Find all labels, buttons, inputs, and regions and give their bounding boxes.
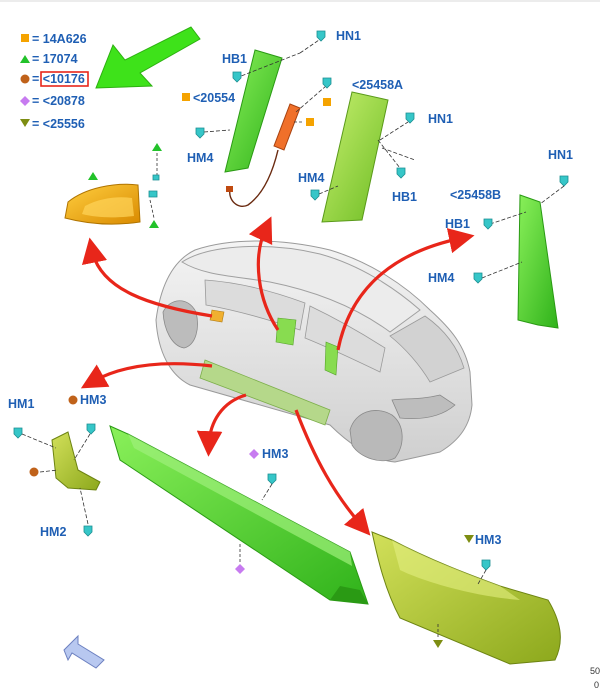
hm1-clip-icon: [13, 427, 23, 439]
rocker-bracket-part: HM1 HM3 HM2: [8, 393, 106, 539]
callout-arrows: [80, 216, 475, 536]
triangle-25556-icon: [464, 535, 474, 543]
vehicle-pillar-highlight-b: [275, 317, 297, 346]
label-hb1: HB1: [445, 217, 470, 231]
orientation-arrow-icon: [63, 634, 105, 669]
front-rocker-moulding-part: HM3: [109, 425, 369, 605]
legend-square-icon: [21, 34, 29, 42]
legend-item-25556: = <25556: [32, 117, 85, 131]
circle-10176-icon: [29, 467, 39, 477]
label-25458b: <25458B: [450, 188, 501, 202]
seal-strip-part: [226, 77, 332, 207]
corner-code: 50: [590, 666, 600, 676]
triangle-25556-icon: [433, 640, 443, 648]
square-14a626-icon: [306, 118, 314, 126]
label-hm3: HM3: [80, 393, 106, 407]
vehicle-mirror-highlight: [209, 309, 225, 323]
diamond-20878-icon: [235, 564, 245, 574]
hm4-clip-icon: [310, 189, 320, 201]
corner-code: 0: [594, 680, 599, 690]
label-hb1: HB1: [392, 190, 417, 204]
hm2-clip-icon: [83, 525, 93, 537]
vehicle-body: [155, 240, 473, 463]
pillar-trim-25458a-part: <25458A HN1 HB1 HM4: [298, 78, 453, 223]
vehicle-pillar-highlight-c: [324, 341, 339, 376]
label-hm4: HM4: [298, 171, 324, 185]
legend: = 14A626 = 17074 = <10176 = <20878 = <25…: [20, 32, 89, 131]
legend-triangle-up-icon: [20, 55, 30, 63]
legend-item-14a626: = 14A626: [32, 32, 87, 46]
mirror-17074-triangle-icon: [152, 143, 162, 151]
label-hm4: HM4: [428, 271, 454, 285]
label-hn1: HN1: [428, 112, 453, 126]
label-hm3: HM3: [262, 447, 288, 461]
hm3-clip-icon: [481, 559, 491, 571]
mirror-trim-part: [64, 143, 162, 228]
hm3-clip-icon: [267, 473, 277, 485]
b-pillar-trim-part: HN1 HB1 <20554 HM4: [182, 29, 361, 173]
legend-item-17074: = 17074: [32, 52, 78, 66]
hm4-clip-icon: [473, 272, 483, 284]
hn1-clip-icon: [316, 30, 326, 42]
arrow-to-front-rocker: [196, 393, 247, 457]
label-hb1: HB1: [222, 52, 247, 66]
legend-item-20878: = <20878: [32, 94, 85, 108]
clip-icon: [322, 77, 332, 89]
hn1-clip-icon: [405, 112, 415, 124]
square-14a626-icon: [182, 93, 190, 101]
legend-triangle-down-icon: [20, 119, 30, 127]
arrow-to-b-pillar: [248, 216, 280, 331]
hb1-clip-icon: [396, 167, 406, 179]
arrow-to-mirror-trim: [81, 237, 213, 318]
circle-10176-icon: [68, 395, 78, 405]
hn1-clip-icon: [559, 175, 569, 187]
legend-highlight-box: [40, 71, 89, 87]
rear-rocker-moulding-part: HM3: [371, 531, 561, 665]
hm3-clip-icon: [86, 423, 96, 435]
arrow-to-rear-rocker: [294, 409, 371, 536]
diamond-20878-icon: [249, 449, 259, 459]
legend-item-10176: = <10176: [32, 72, 85, 86]
label-hm3: HM3: [475, 533, 501, 547]
label-hm4: HM4: [187, 151, 213, 165]
vehicle-rocker-highlight: [199, 359, 331, 426]
mirror-17074-triangle-icon: [88, 172, 98, 180]
arrow-to-bracket: [80, 362, 213, 389]
label-hn1: HN1: [336, 29, 361, 43]
legend-circle-icon: [20, 74, 30, 84]
label-25458a: <25458A: [352, 78, 403, 92]
pointer-arrow-icon: [95, 26, 201, 89]
pillar-trim-25458b-part: HN1 <25458B HB1 HM4: [428, 148, 573, 329]
label-hm1: HM1: [8, 397, 34, 411]
hb1-clip-icon: [483, 218, 493, 230]
mirror-clip-icon: [148, 190, 158, 198]
label-20554: <20554: [193, 91, 235, 105]
label-hn1: HN1: [548, 148, 573, 162]
label-hm2: HM2: [40, 525, 66, 539]
square-14a626-icon: [323, 98, 331, 106]
hm4-clip-icon: [195, 127, 205, 139]
legend-diamond-icon: [20, 96, 30, 106]
hb1-clip-icon: [232, 71, 242, 83]
arrow-to-c-pillar: [336, 228, 475, 351]
mirror-17074-triangle-icon: [149, 220, 159, 228]
mirror-clip-icon: [152, 174, 160, 181]
